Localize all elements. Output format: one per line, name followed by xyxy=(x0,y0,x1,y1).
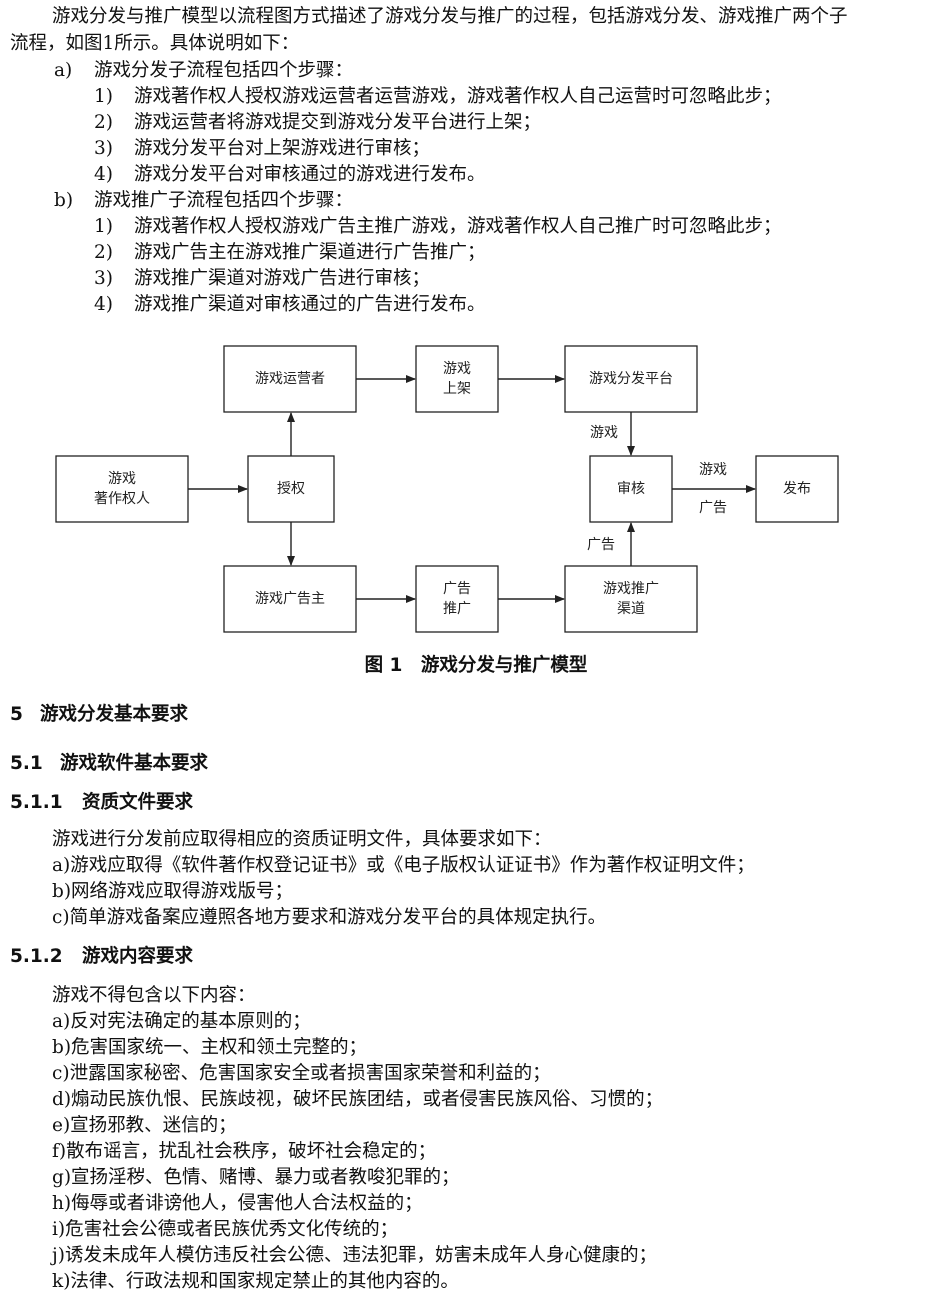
section-heading: 5.1.2 游戏内容要求 xyxy=(10,943,193,971)
list-item: 游戏著作权人授权游戏广告主推广游戏，游戏著作权人自己推广时可忽略此步； xyxy=(134,216,782,237)
box-ad-promotion xyxy=(415,565,499,633)
list-item: j)诱发未成年人模仿违反社会公德、违法犯罪，妨害未成年人身心健康的； xyxy=(52,1245,657,1266)
paragraph: 游戏进行分发前应取得相应的资质证明文件，具体要求如下： xyxy=(52,829,552,850)
box-label: 上架 xyxy=(443,381,471,397)
box-label: 授权 xyxy=(277,481,305,497)
step-number: 3) xyxy=(94,138,113,159)
box-label: 游戏 xyxy=(443,361,471,377)
list-item: a)游戏应取得《软件著作权登记证书》或《电子版权认证证书》作为著作权证明文件； xyxy=(52,855,755,876)
list-item: 游戏推广渠道对游戏广告进行审核； xyxy=(134,268,431,289)
list-item: 游戏著作权人授权游戏运营者运营游戏，游戏著作权人自己运营时可忽略此步； xyxy=(134,86,782,107)
section-number: 5.1.1 xyxy=(10,792,63,813)
box-authorize xyxy=(247,455,335,523)
list-item: e)宣扬邪教、迷信的； xyxy=(52,1115,237,1136)
step-number: 4) xyxy=(94,294,113,315)
list-marker-b: b) xyxy=(54,190,74,211)
section-heading: 5.1.1 资质文件要求 xyxy=(10,789,193,817)
edge-label: 游戏 xyxy=(699,462,727,478)
intro-paragraph-line-2: 流程，如图1所示。具体说明如下： xyxy=(10,33,300,54)
edge-label: 游戏 xyxy=(590,425,618,441)
box-label: 发布 xyxy=(783,481,811,497)
list-item: g)宣扬淫秽、色情、赌博、暴力或者教唆犯罪的； xyxy=(52,1167,460,1188)
box-label: 推广 xyxy=(443,601,471,617)
list-item: a)反对宪法确定的基本原则的； xyxy=(52,1011,311,1032)
box-label: 广告 xyxy=(443,581,471,597)
section-heading: 5.1 游戏软件基本要求 xyxy=(10,750,208,778)
box-label: 渠道 xyxy=(617,601,645,617)
list-item: 游戏分发平台对上架游戏进行审核； xyxy=(134,138,431,159)
box-game-advertiser xyxy=(223,565,357,633)
list-item: b)网络游戏应取得游戏版号； xyxy=(52,881,294,902)
list-item-b: 游戏推广子流程包括四个步骤： xyxy=(94,190,354,211)
list-item: 游戏推广渠道对审核通过的广告进行发布。 xyxy=(134,294,486,315)
box-label: 游戏广告主 xyxy=(255,591,325,607)
box-label: 游戏推广 xyxy=(603,581,659,597)
list-marker-a: a) xyxy=(54,60,73,81)
list-item: 游戏运营者将游戏提交到游戏分发平台进行上架； xyxy=(134,112,542,133)
list-item: b)危害国家统一、主权和领土完整的； xyxy=(52,1037,368,1058)
list-item: h)侮辱或者诽谤他人，侵害他人合法权益的； xyxy=(52,1193,423,1214)
box-label: 著作权人 xyxy=(94,491,150,507)
list-item: i)危害社会公德或者民族优秀文化传统的； xyxy=(52,1219,399,1240)
section-number: 5.1.2 xyxy=(10,946,63,967)
list-item: 游戏分发平台对审核通过的游戏进行发布。 xyxy=(134,164,486,185)
box-game-operator xyxy=(223,345,357,413)
distribution-promotion-flowchart: 游戏 著作权人 授权 游戏运营者 游戏 上架 游戏分发平台 审核 发布 游戏广告… xyxy=(55,345,839,633)
list-item: c)泄露国家秘密、危害国家安全或者损害国家荣誉和利益的； xyxy=(52,1063,551,1084)
section-title: 游戏内容要求 xyxy=(82,946,194,967)
box-promotion-channel xyxy=(564,565,698,633)
box-label: 游戏运营者 xyxy=(255,371,325,387)
section-heading: 5 游戏分发基本要求 xyxy=(10,701,188,729)
step-number: 3) xyxy=(94,268,113,289)
edge-label: 广告 xyxy=(699,500,727,516)
edge-label: 广告 xyxy=(587,537,615,553)
list-item: c)简单游戏备案应遵照各地方要求和游戏分发平台的具体规定执行。 xyxy=(52,907,607,928)
intro-paragraph-line-1: 游戏分发与推广模型以流程图方式描述了游戏分发与推广的过程，包括游戏分发、游戏推广… xyxy=(52,6,848,27)
box-label: 游戏 xyxy=(108,471,136,487)
section-title: 游戏软件基本要求 xyxy=(60,753,209,774)
box-label: 审核 xyxy=(617,481,645,497)
box-copyright-holder xyxy=(55,455,189,523)
box-publish xyxy=(755,455,839,523)
list-item: f)散布谣言，扰乱社会秩序，破坏社会稳定的； xyxy=(52,1141,437,1162)
paragraph: 游戏不得包含以下内容： xyxy=(52,985,256,1006)
section-title: 游戏分发基本要求 xyxy=(40,704,189,725)
step-number: 1) xyxy=(94,216,113,237)
step-number: 2) xyxy=(94,112,113,133)
list-item: k)法律、行政法规和国家规定禁止的其他内容的。 xyxy=(52,1271,459,1292)
figure-caption: 图 1 游戏分发与推广模型 xyxy=(364,655,588,676)
step-number: 1) xyxy=(94,86,113,107)
list-item: 游戏广告主在游戏推广渠道进行广告推广； xyxy=(134,242,486,263)
list-item: d)煽动民族仇恨、民族歧视，破坏民族团结，或者侵害民族风俗、习惯的； xyxy=(52,1089,664,1110)
box-distribution-platform xyxy=(564,345,698,413)
step-number: 2) xyxy=(94,242,113,263)
list-item-a: 游戏分发子流程包括四个步骤： xyxy=(94,60,354,81)
section-number: 5.1 xyxy=(10,753,43,774)
step-number: 4) xyxy=(94,164,113,185)
section-number: 5 xyxy=(10,704,23,725)
box-game-listing xyxy=(415,345,499,413)
box-label: 游戏分发平台 xyxy=(589,371,673,387)
section-title: 资质文件要求 xyxy=(82,792,194,813)
